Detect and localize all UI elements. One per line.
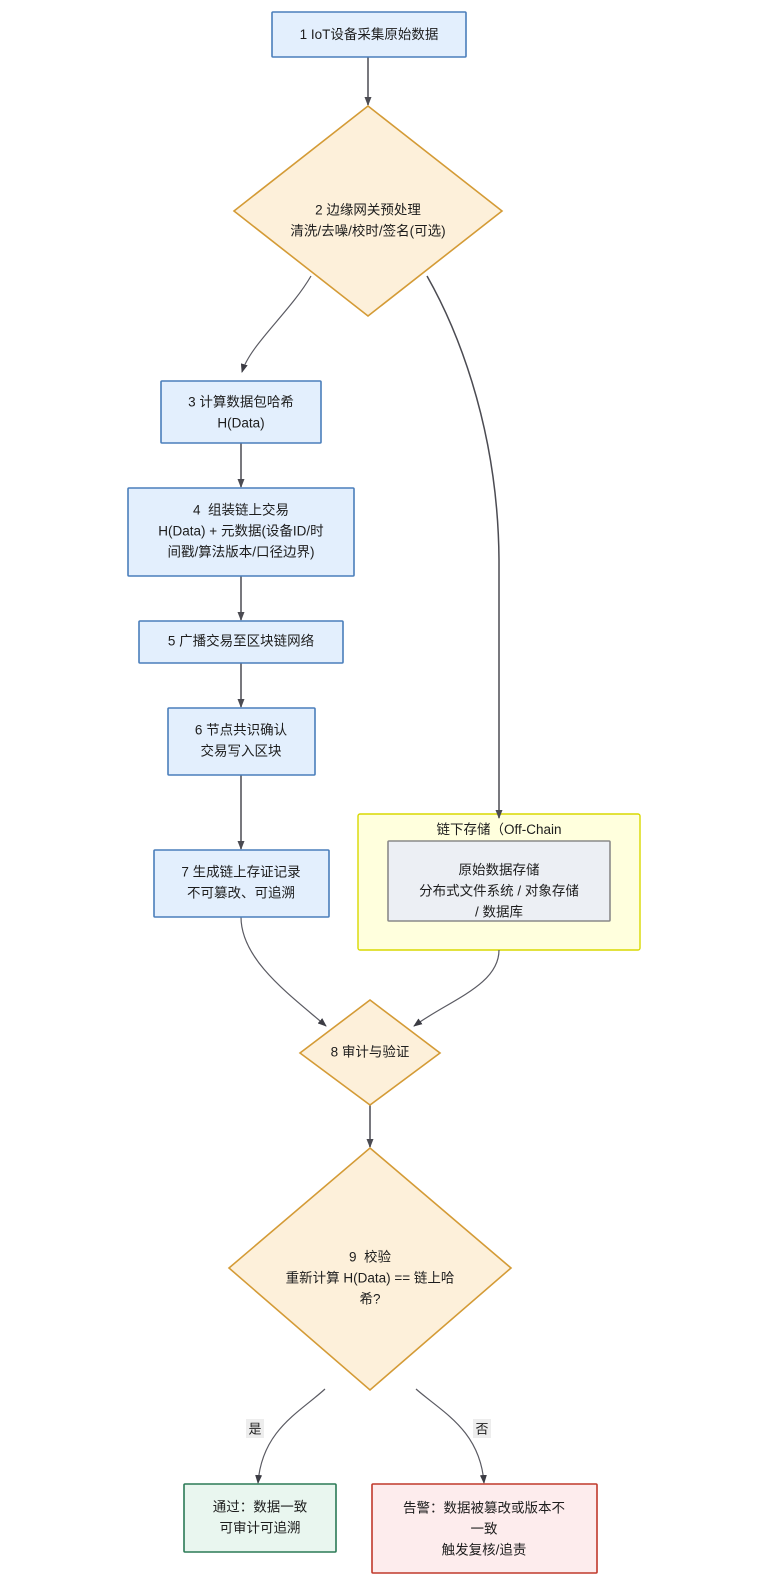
edge-group <box>237 57 503 1484</box>
edge-label-yes-text: 是 <box>248 1421 261 1436</box>
node-2-edge-gateway-preprocess[interactable]: 2 边缘网关预处理 清洗/去噪/校时/签名(可选) <box>232 104 504 318</box>
edge-label-yes-bg <box>246 1419 264 1438</box>
node-raw-data-storage[interactable]: 原始数据存储 分布式文件系统 / 对象存储 / 数据库 <box>387 840 611 922</box>
node-5-label-line-0: 5 广播交易至区块链网络 <box>168 633 315 649</box>
node-4-label-line-2: 间戳/算法版本/口径边界) <box>168 545 315 560</box>
node-4-label-line-0: 4 组装链上交易 <box>193 502 289 518</box>
edge-store-n8 <box>413 949 500 1027</box>
node-4-assemble-transaction[interactable]: 4 组装链上交易 H(Data) + 元数据(设备ID/时 间戳/算法版本/口径… <box>127 487 355 577</box>
node-5-box[interactable] <box>138 620 344 664</box>
node-fail-label-line-0: 告警：数据被篡改或版本不 <box>403 1500 565 1516</box>
node-8-label-line-0: 8 审计与验证 <box>331 1045 410 1060</box>
node-3-compute-hash[interactable]: 3 计算数据包哈希 H(Data) <box>160 380 322 444</box>
node-2-label-line-1: 清洗/去噪/校时/签名(可选) <box>290 223 445 239</box>
node-6-label-line-0: 6 节点共识确认 <box>195 723 288 738</box>
node-1-iot-collect[interactable]: 1 IoT设备采集原始数据 <box>271 11 467 58</box>
node-9-diamond[interactable] <box>227 1146 513 1392</box>
node-2-label-line-0: 2 边缘网关预处理 <box>315 203 421 218</box>
node-3-label-line-0: 3 计算数据包哈希 <box>188 395 294 410</box>
edge-n7-n8 <box>240 916 327 1027</box>
node-1-label-line-0: 1 IoT设备采集原始数据 <box>300 26 439 42</box>
node-7-label-line-1: 不可篡改、可追溯 <box>187 885 295 901</box>
node-6-label-line-1: 交易写入区块 <box>201 743 282 759</box>
node-pass-label-line-0: 通过：数据一致 <box>213 1500 308 1515</box>
edge-n2-store <box>426 275 503 819</box>
node-fail-label-line-2: 触发复核/追责 <box>442 1542 527 1558</box>
node-7-box[interactable] <box>153 849 330 918</box>
node-pass-label-line-1: 可审计可追溯 <box>220 1521 301 1536</box>
node-store-label-line-2: / 数据库 <box>475 905 523 920</box>
node-4-box[interactable] <box>127 487 355 577</box>
node-fail-label-line-1: 一致 <box>471 1522 498 1537</box>
node-6-node-consensus[interactable]: 6 节点共识确认 交易写入区块 <box>167 707 316 776</box>
edge-n9-pass <box>255 1388 326 1484</box>
node-result-pass[interactable]: 通过：数据一致 可审计可追溯 <box>183 1483 337 1553</box>
node-4-label-line-1: H(Data) + 元数据(设备ID/时 <box>158 523 323 539</box>
node-6-box[interactable] <box>167 707 316 776</box>
node-9-verification-check[interactable]: 9 校验 重新计算 H(Data) == 链上哈 希? <box>227 1146 513 1392</box>
node-9-label-line-1: 重新计算 H(Data) == 链上哈 <box>286 1271 455 1286</box>
edge-n9-fail <box>415 1388 487 1484</box>
node-fail-box[interactable] <box>371 1483 598 1574</box>
node-7-label-line-0: 7 生成链上存证记录 <box>181 865 300 880</box>
node-3-label-line-1: H(Data) <box>217 416 264 431</box>
node-9-label-line-0: 9 校验 <box>349 1249 392 1265</box>
node-7-onchain-record[interactable]: 7 生成链上存证记录 不可篡改、可追溯 <box>153 849 330 918</box>
edge-label-yes: 是 <box>246 1419 264 1438</box>
edge-label-no-bg <box>473 1419 491 1438</box>
subgraph-offchain-title: 链下存储（Off-Chain <box>436 822 561 837</box>
node-9-label-line-2: 希? <box>359 1292 380 1307</box>
node-pass-box[interactable] <box>183 1483 337 1553</box>
node-1-box[interactable] <box>271 11 467 58</box>
edge-label-no: 否 <box>473 1419 491 1438</box>
node-3-box[interactable] <box>160 380 322 444</box>
edge-n2-n3 <box>240 275 312 373</box>
node-2-diamond[interactable] <box>232 104 504 318</box>
node-store-box[interactable] <box>387 840 611 922</box>
node-8-diamond[interactable] <box>298 998 442 1106</box>
node-result-alert[interactable]: 告警：数据被篡改或版本不 一致 触发复核/追责 <box>371 1483 598 1574</box>
node-5-broadcast-transaction[interactable]: 5 广播交易至区块链网络 <box>138 620 344 664</box>
edge-label-no-text: 否 <box>475 1421 488 1436</box>
node-8-audit-and-verify[interactable]: 8 审计与验证 <box>298 998 442 1106</box>
node-store-label-line-0: 原始数据存储 <box>459 863 540 878</box>
node-store-label-line-1: 分布式文件系统 / 对象存储 <box>419 884 579 899</box>
